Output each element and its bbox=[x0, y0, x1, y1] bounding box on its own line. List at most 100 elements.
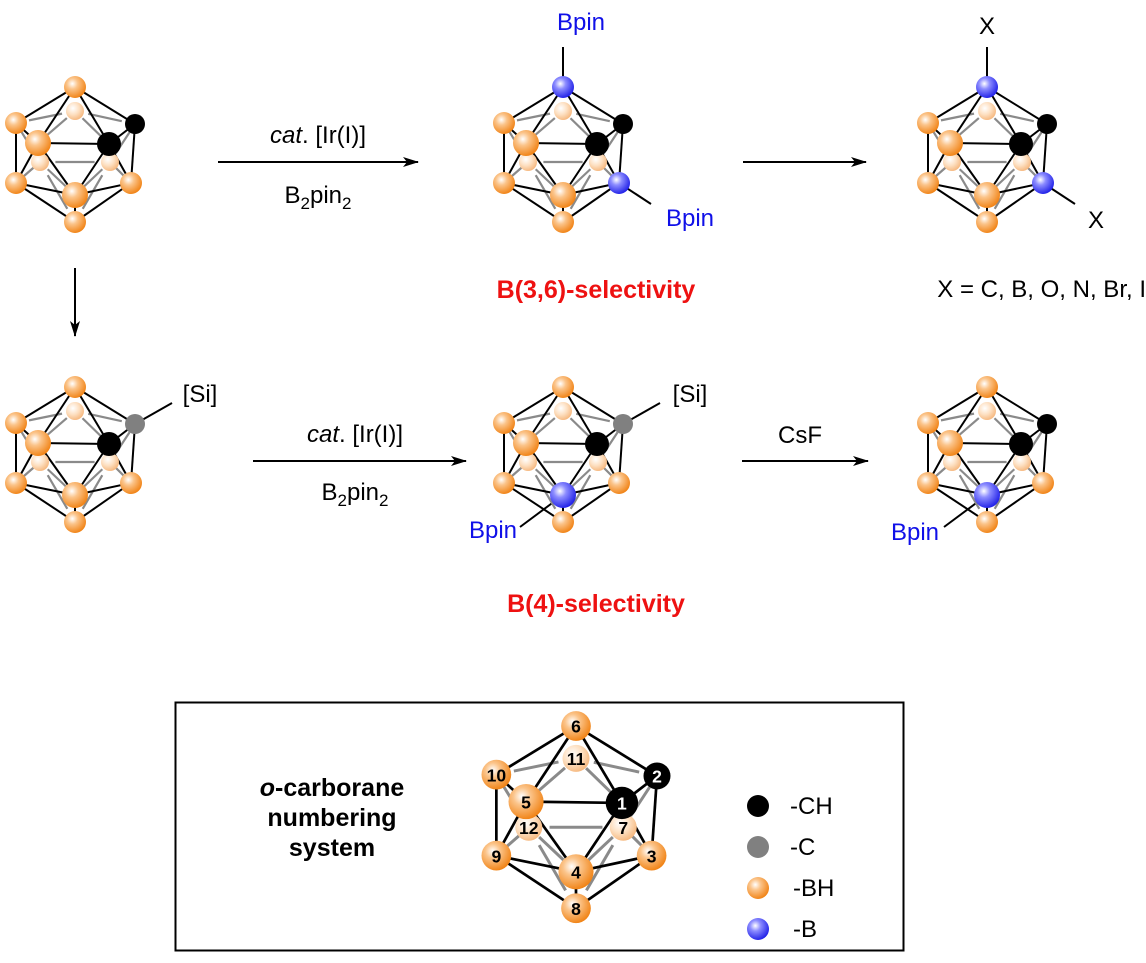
back-bond bbox=[593, 760, 640, 774]
cage-bond bbox=[927, 482, 988, 523]
atom-bh-11 bbox=[554, 102, 572, 120]
carborane-start bbox=[5, 76, 145, 233]
atom-bh-3 bbox=[1032, 472, 1054, 494]
atom-bh-8 bbox=[561, 893, 591, 924]
back-bond bbox=[45, 117, 68, 137]
reagent-label-2: B2pin2 bbox=[322, 479, 389, 510]
atom-b-6 bbox=[976, 76, 998, 98]
atom-bh-9 bbox=[493, 172, 515, 194]
cage-bond bbox=[986, 182, 1044, 223]
atom-ch-1 bbox=[1009, 132, 1033, 156]
cage-bond bbox=[15, 386, 76, 424]
legend-item-c: -C bbox=[747, 834, 815, 861]
atom-number-label: 11 bbox=[567, 749, 586, 769]
atom-bh-9 bbox=[481, 840, 512, 871]
cage-bond bbox=[986, 482, 1044, 523]
atom-b-3 bbox=[1032, 172, 1054, 194]
back-bond bbox=[958, 168, 981, 189]
atom-bh-5 bbox=[937, 430, 963, 456]
back-bond bbox=[999, 112, 1035, 123]
atom-bh-10 bbox=[917, 412, 939, 434]
back-bond bbox=[585, 835, 614, 864]
atom-number-label: 1 bbox=[617, 794, 627, 814]
cage-bond bbox=[503, 482, 564, 523]
carborane-b36-x-derivative bbox=[917, 47, 1076, 233]
atom-ch-1 bbox=[585, 132, 609, 156]
atom-number-label: 4 bbox=[571, 862, 581, 882]
atom-bh-7 bbox=[101, 453, 119, 471]
reaction-arrow-1: cat. [Ir(I)] B2pin2 bbox=[218, 122, 419, 213]
atom-number-label: 10 bbox=[487, 765, 507, 785]
back-bond bbox=[81, 417, 103, 438]
atom-bh-7 bbox=[1013, 453, 1031, 471]
atom-b-4 bbox=[550, 482, 576, 508]
back-bond bbox=[993, 417, 1015, 438]
atom-bh-8 bbox=[64, 211, 86, 233]
atom-number-label: 12 bbox=[519, 818, 539, 838]
legend-label-b: -B bbox=[793, 916, 817, 943]
atom-number-label: 9 bbox=[491, 846, 501, 866]
carborane-b4-bpin-final bbox=[917, 376, 1057, 533]
atom-bh-9 bbox=[5, 172, 27, 194]
legend-title-line2: numbering bbox=[267, 804, 396, 832]
ch-atom-icon bbox=[747, 795, 769, 817]
legend-label-bh: -BH bbox=[793, 875, 834, 902]
atom-bh-11 bbox=[562, 744, 590, 772]
atom-bh-8 bbox=[552, 511, 574, 533]
atom-bh-7 bbox=[1013, 153, 1031, 171]
atom-number-label: 2 bbox=[652, 767, 662, 787]
back-bond bbox=[45, 417, 68, 437]
atom-bh-5 bbox=[25, 130, 51, 156]
cage-bond bbox=[562, 386, 624, 425]
csf-label: CsF bbox=[778, 422, 822, 449]
back-bond bbox=[81, 168, 104, 189]
back-bond bbox=[569, 168, 592, 189]
atom-number-label: 6 bbox=[571, 717, 581, 737]
atom-bh-9 bbox=[5, 472, 27, 494]
selectivity-label-b4: B(4)-selectivity bbox=[507, 590, 685, 618]
cage-bond bbox=[495, 854, 577, 910]
back-bond bbox=[993, 468, 1016, 489]
atom-ch-1 bbox=[1009, 432, 1033, 456]
cage-bond bbox=[495, 724, 577, 776]
bh-atom-icon bbox=[747, 877, 769, 899]
atom-ch-1 bbox=[97, 132, 121, 156]
cage-bond bbox=[503, 386, 564, 424]
atom-bh-8 bbox=[976, 211, 998, 233]
bpin-label-final: Bpin bbox=[891, 519, 939, 546]
back-bond bbox=[569, 117, 591, 138]
bpin-label-b4: Bpin bbox=[469, 517, 517, 544]
back-bond bbox=[993, 117, 1015, 138]
cage-bond bbox=[503, 182, 564, 223]
back-bond bbox=[46, 168, 69, 189]
cage-bond bbox=[575, 854, 653, 910]
atom-bh-9 bbox=[917, 472, 939, 494]
atom-bh-6 bbox=[561, 711, 591, 741]
back-bond bbox=[585, 767, 613, 795]
back-bond bbox=[87, 112, 123, 123]
atom-bh-9 bbox=[917, 172, 939, 194]
atom-bh-5 bbox=[508, 784, 544, 820]
back-bond bbox=[575, 112, 611, 123]
cage-bond bbox=[986, 86, 1048, 125]
atom-bh-6 bbox=[552, 376, 574, 398]
atom-bh-7 bbox=[101, 153, 119, 171]
atom-ch-1 bbox=[605, 786, 639, 820]
legend-item-ch: -CH bbox=[747, 793, 833, 820]
cage-bond bbox=[562, 182, 620, 223]
atom-bh-12 bbox=[519, 153, 537, 171]
atom-bh-11 bbox=[66, 402, 84, 420]
back-bond bbox=[993, 168, 1016, 189]
atom-b-4 bbox=[974, 482, 1000, 508]
legend-key: -CH -C -BH -B bbox=[747, 793, 834, 943]
atom-bh-7 bbox=[589, 153, 607, 171]
atom-bh-6 bbox=[64, 376, 86, 398]
catalyst-label-1: cat. [Ir(I)] bbox=[270, 122, 366, 149]
atom-bh-3 bbox=[120, 472, 142, 494]
atom-c-2 bbox=[125, 414, 145, 434]
back-bond bbox=[957, 117, 980, 137]
atom-bh-3 bbox=[608, 472, 630, 494]
